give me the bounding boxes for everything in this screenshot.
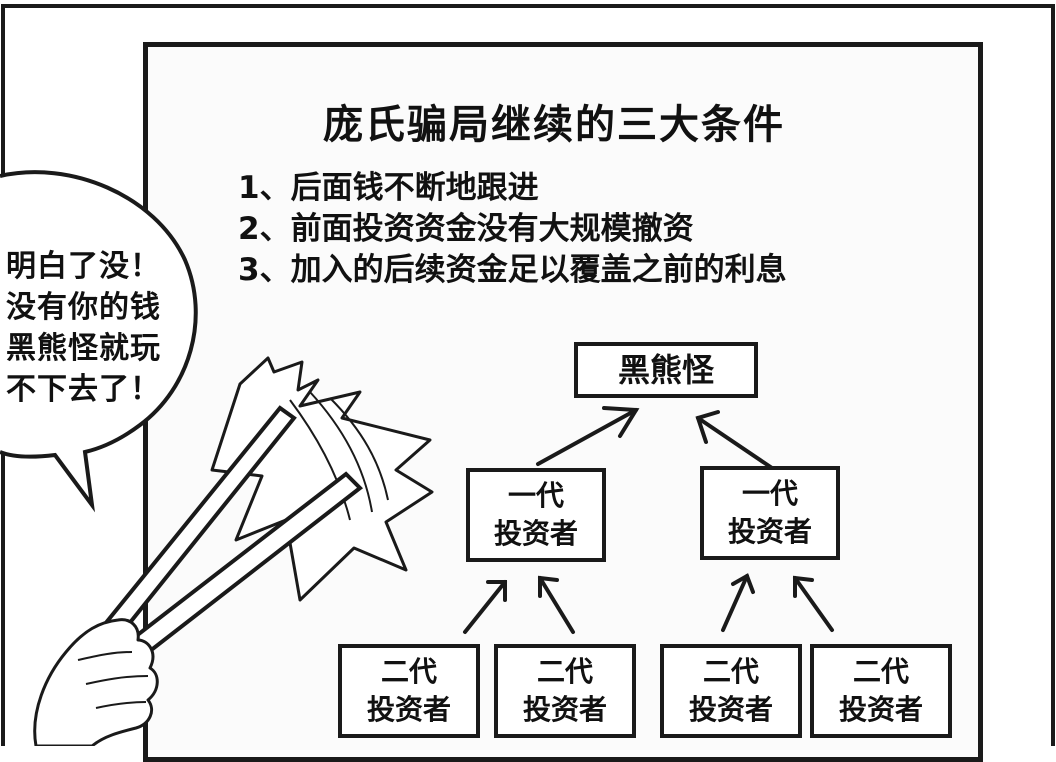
node-second-generation-investor: 二代 投资者 [494, 644, 636, 738]
node-label-line1: 一代 [507, 479, 564, 512]
impact-burst-icon [210, 356, 434, 602]
arrow-to-top-right [695, 410, 774, 470]
speech-line: 黑熊怪就玩 [6, 331, 161, 366]
node-label-line2: 投资者 [688, 693, 773, 726]
node-second-generation-investor: 二代 投资者 [338, 644, 480, 738]
node-first-generation-investor: 一代 投资者 [466, 468, 606, 562]
node-label-line2: 投资者 [727, 515, 812, 548]
arrow-gen2-2 [538, 575, 575, 634]
node-black-bear-monster: 黑熊怪 [574, 342, 758, 398]
speech-line: 不下去了！ [6, 372, 161, 407]
node-label-line1: 二代 [380, 655, 437, 688]
node-label-line1: 二代 [852, 655, 909, 688]
condition-text: 加入的后续资金足以覆盖之前的利息 [290, 252, 787, 288]
node-second-generation-investor: 二代 投资者 [810, 644, 952, 738]
node-label-line2: 投资者 [493, 517, 578, 550]
node-label-line2: 投资者 [366, 693, 451, 726]
speech-bubble-text: 明白了没！ 没有你的钱 黑熊怪就玩 不下去了！ [6, 246, 161, 410]
arrow-to-top-left [536, 406, 640, 466]
speech-bubble [0, 170, 198, 513]
node-label-line1: 二代 [536, 655, 593, 688]
node-label: 黑熊怪 [617, 351, 714, 389]
node-label-line2: 投资者 [838, 693, 923, 726]
node-second-generation-investor: 二代 投资者 [660, 644, 802, 738]
arrow-gen2-1 [463, 580, 507, 634]
whiteboard-title: 庞氏骗局继续的三大条件 [323, 102, 785, 148]
illustration-layer [0, 170, 834, 746]
condition-number: 1、 [238, 170, 291, 206]
condition-item: 2、前面投资资金没有大规模撤资 [238, 209, 787, 250]
condition-number: 2、 [238, 211, 291, 247]
condition-text: 后面钱不断地跟进 [290, 170, 539, 206]
condition-item: 1、后面钱不断地跟进 [238, 168, 787, 209]
speech-line: 没有你的钱 [6, 290, 161, 325]
condition-list: 1、后面钱不断地跟进 2、前面投资资金没有大规模撤资 3、加入的后续资金足以覆盖… [238, 168, 787, 291]
speech-line: 明白了没！ [6, 249, 161, 284]
node-label-line2: 投资者 [522, 693, 607, 726]
node-label-line1: 二代 [702, 655, 759, 688]
motion-lines-icon [289, 391, 389, 521]
condition-item: 3、加入的后续资金足以覆盖之前的利息 [238, 250, 787, 291]
node-first-generation-investor: 一代 投资者 [700, 466, 840, 560]
node-label-line1: 一代 [741, 477, 798, 510]
condition-text: 前面投资资金没有大规模撤资 [290, 211, 694, 247]
arrow-gen2-3 [721, 573, 755, 632]
arrow-gen2-4 [793, 575, 834, 632]
condition-number: 3、 [238, 252, 291, 288]
